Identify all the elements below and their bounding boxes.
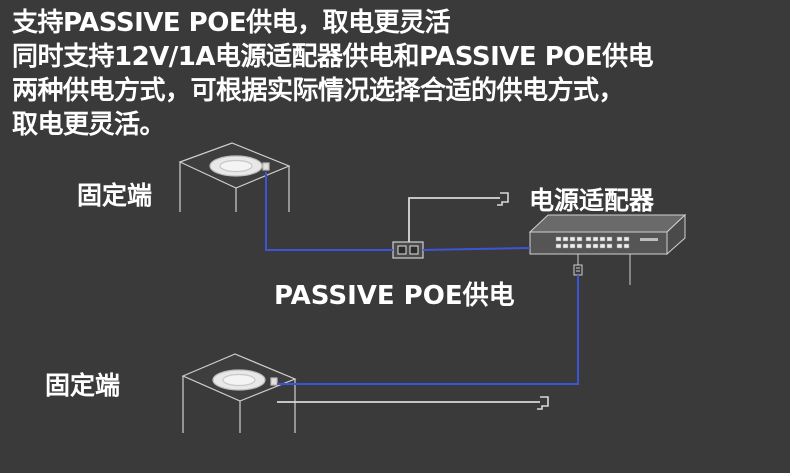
power-plug-bottom-icon (537, 396, 549, 410)
label-power-adapter: 电源适配器 (529, 186, 655, 215)
headline-line-2: 同时支持12V/1A电源适配器供电和PASSIVE POE供电 (12, 42, 654, 72)
headline-line-4: 取电更灵活。 (12, 110, 166, 140)
headline-line-3: 两种供电方式，可根据实际情况选择合适的供电方式， (12, 76, 625, 106)
power-adapter-cable (408, 197, 500, 242)
access-point-port-bottom (270, 377, 278, 386)
access-point-top (178, 142, 291, 212)
access-point-bottom (181, 353, 297, 433)
poe-injector (392, 241, 424, 259)
label-fixed-end-top: 固定端 (77, 181, 153, 210)
access-point-port-top (262, 162, 270, 171)
power-adapter-plug-icon (497, 192, 509, 206)
label-fixed-end-bottom: 固定端 (45, 371, 121, 400)
ethernet-cable-top (265, 172, 393, 251)
switch-port-connector (573, 264, 583, 276)
label-passive-poe: PASSIVE POE供电 (274, 281, 515, 311)
headline: 支持PASSIVE POE供电，取电更灵活 同时支持12V/1A电源适配器供电和… (12, 6, 654, 142)
ethernet-cable-injector-switch (422, 247, 531, 251)
headline-line-1: 支持PASSIVE POE供电，取电更灵活 (12, 8, 451, 38)
switch-device (528, 213, 687, 285)
ethernet-cable-bottom (277, 275, 579, 385)
